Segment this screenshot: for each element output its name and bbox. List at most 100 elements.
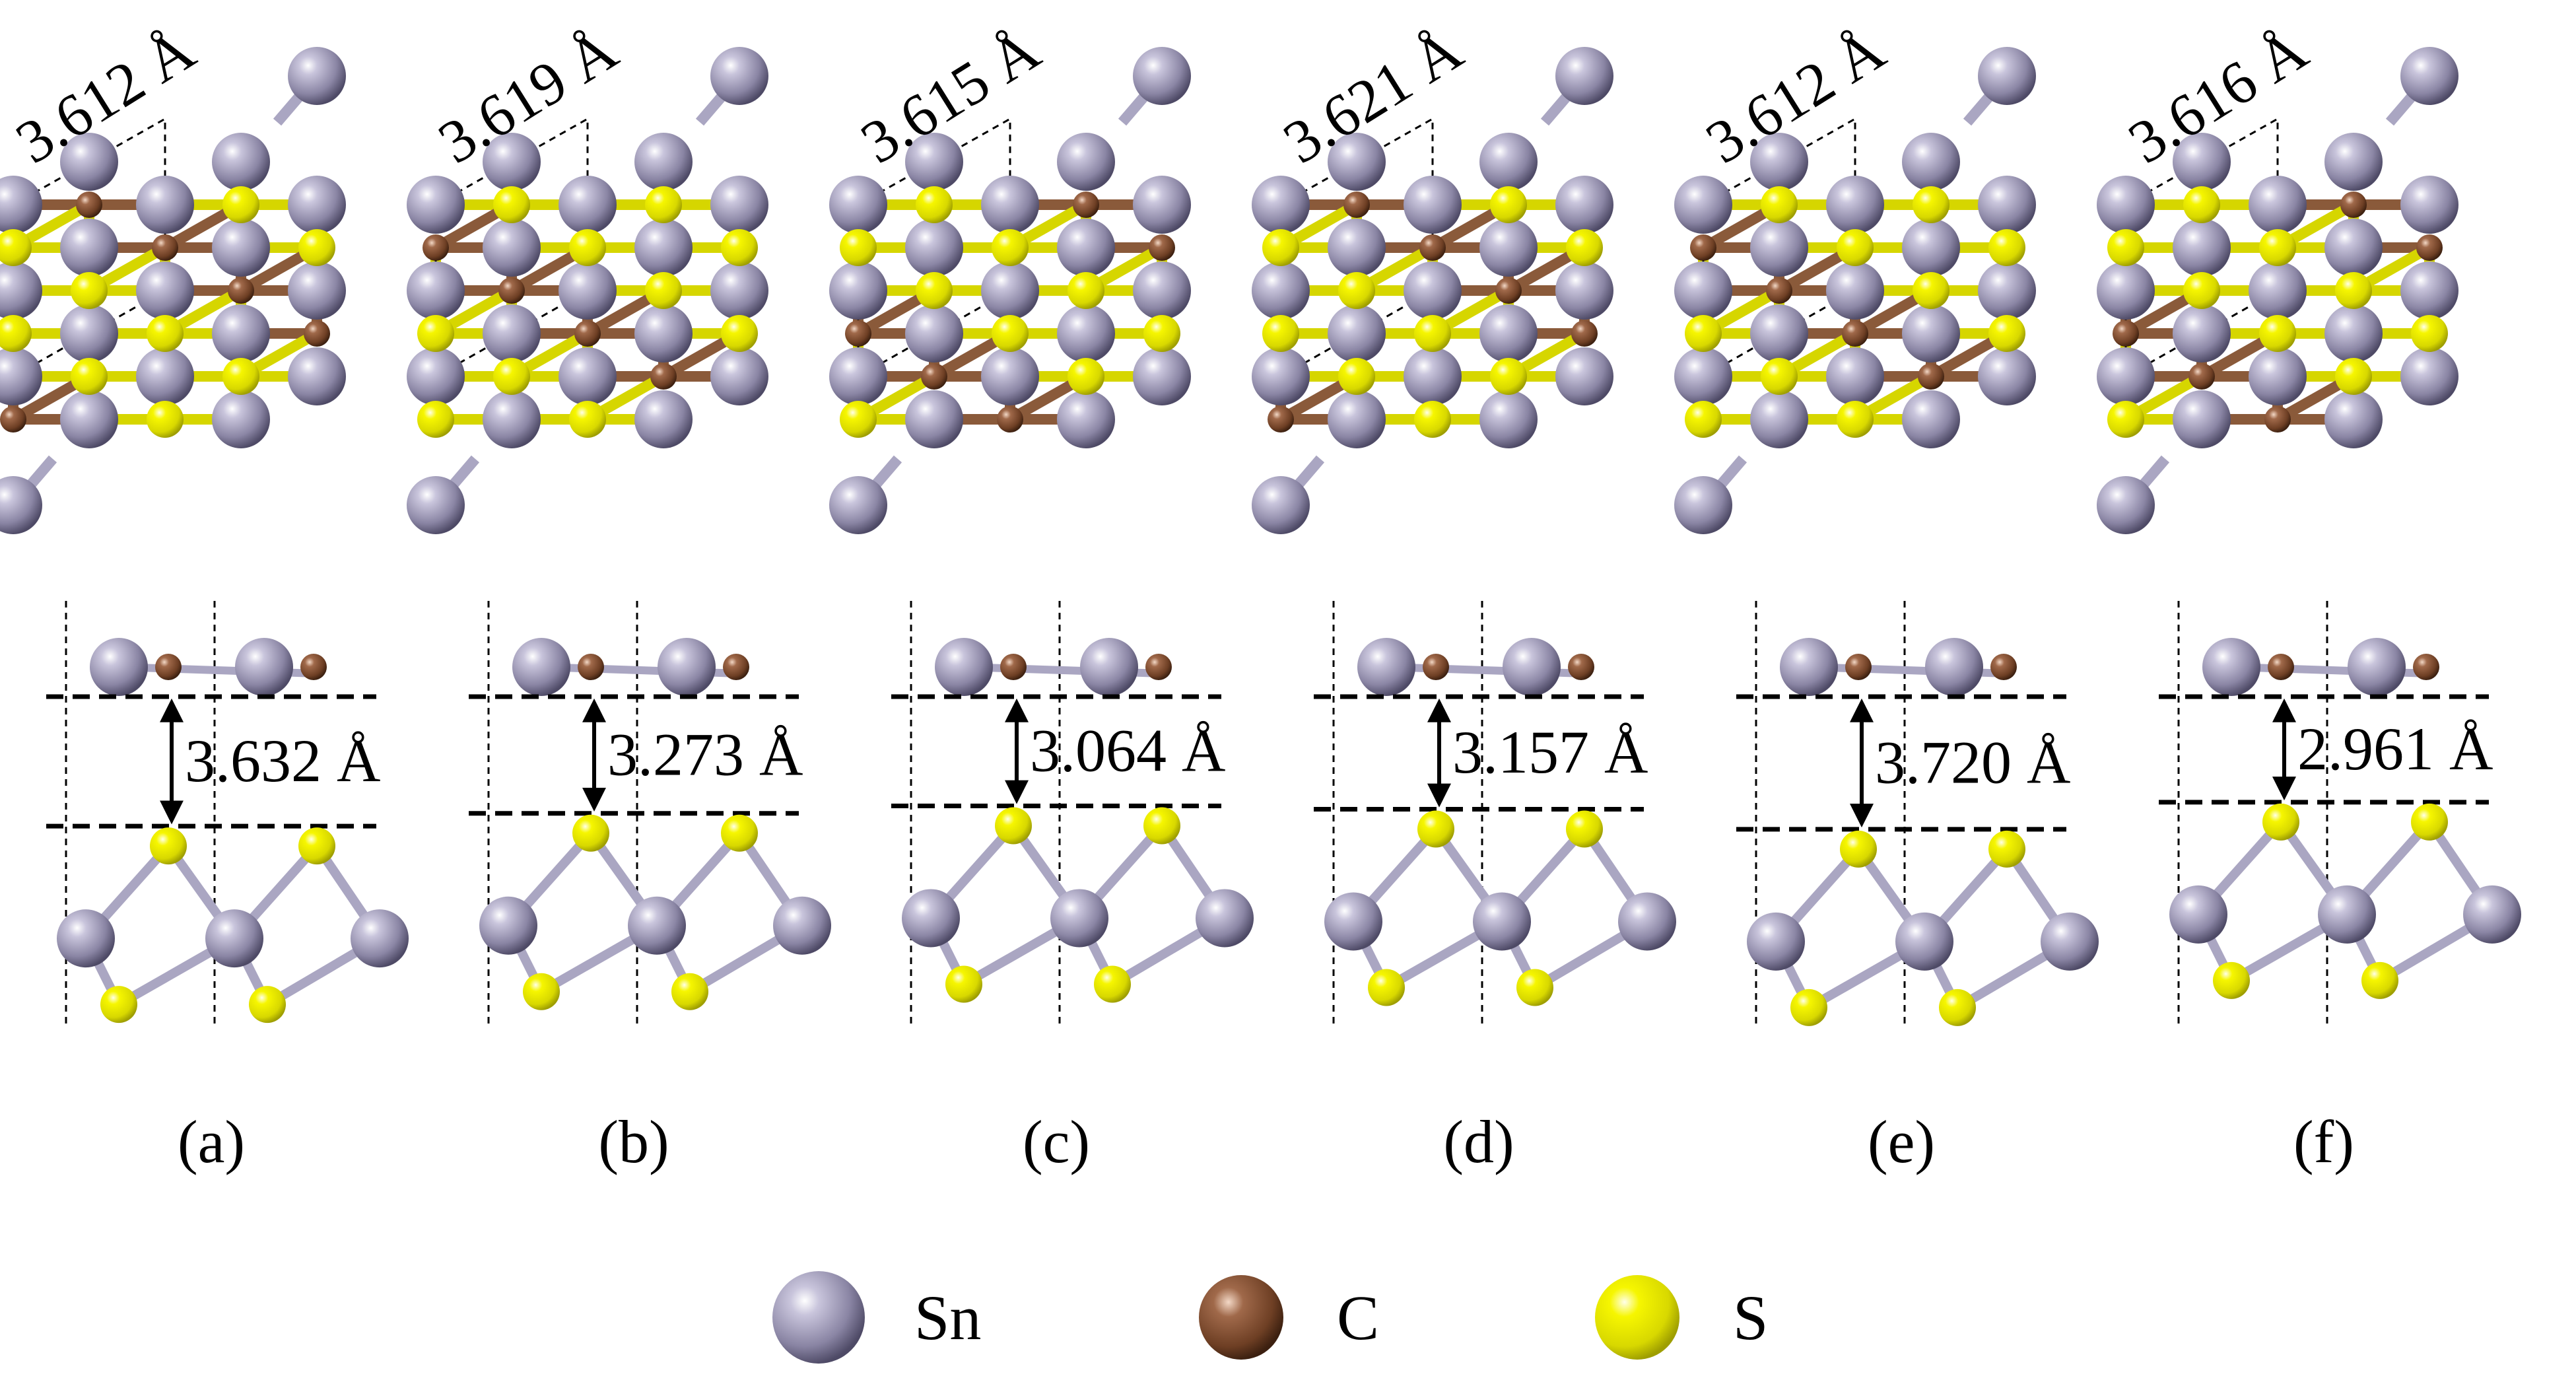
sn-atom (1895, 912, 1953, 971)
s-atom (721, 229, 758, 266)
c-atom (1495, 277, 1522, 304)
s-atom (569, 401, 606, 438)
sn-atom (2400, 47, 2458, 105)
s-atom (2262, 803, 2299, 841)
sn-atom (288, 261, 346, 320)
s-atom (945, 965, 982, 1003)
sn-atom (2173, 304, 2231, 363)
c-atom (997, 406, 1023, 433)
c-atom (1990, 654, 2017, 680)
sn-atom (212, 304, 270, 363)
c-atom (76, 191, 102, 218)
s-atom (2213, 961, 2250, 999)
sn-atom (205, 909, 263, 968)
sn-atom (2348, 638, 2406, 696)
sn-atom (2202, 638, 2260, 696)
c-atom (423, 234, 449, 261)
s-atom (417, 315, 454, 352)
s-atom (995, 807, 1032, 845)
sn-atom (1196, 889, 1254, 948)
sn-atom (2249, 261, 2307, 320)
s-atom (2411, 315, 2448, 352)
sn-atom (902, 889, 960, 948)
sn-atom (1978, 176, 2036, 234)
sn-atom (1133, 47, 1191, 105)
s-atom (569, 229, 606, 266)
s-atom (298, 229, 335, 266)
c-atom (1842, 320, 1868, 347)
side-view (1736, 601, 2099, 1026)
top-view (2097, 47, 2458, 534)
s-atom (916, 186, 953, 223)
s-atom (992, 229, 1029, 266)
sn-atom (1902, 304, 1960, 363)
sn-atom (1674, 261, 1732, 320)
sn-atom (2400, 176, 2458, 234)
s-atom (1414, 315, 1451, 352)
c-atom (2264, 406, 2291, 433)
sn-atom (1050, 889, 1108, 948)
sn-atom (935, 638, 993, 696)
sn-atom (136, 347, 194, 405)
top-view (1674, 47, 2036, 534)
sn-atom (2400, 261, 2458, 320)
sn-atom (1826, 347, 1884, 405)
s-atom (1262, 315, 1299, 352)
sn-atom (1925, 638, 1983, 696)
sn-atom (1555, 47, 1613, 105)
s-atom (1837, 401, 1874, 438)
s-atom (1338, 272, 1375, 309)
panel-d: 3.621 Å3.157 Å(d) (1252, 15, 1676, 1175)
s-atom (840, 229, 877, 266)
sn-atom (2097, 347, 2155, 405)
sn-atom (1479, 390, 1538, 448)
s-atom (840, 401, 877, 438)
c-atom (155, 654, 182, 680)
panel-f: 3.616 Å2.961 Å(f) (2097, 15, 2521, 1175)
c-atom (650, 363, 677, 390)
s-atom (1414, 401, 1451, 438)
s-atom (222, 186, 259, 223)
panel-label: (f) (2293, 1108, 2354, 1175)
s-atom (1368, 969, 1405, 1006)
sn-atom (1324, 892, 1382, 951)
sn-atom (634, 219, 693, 277)
sn-atom (407, 347, 465, 405)
c-atom (1568, 654, 1594, 680)
sn-atom (407, 476, 465, 534)
sn-atom (634, 304, 693, 363)
c-atom (1149, 234, 1175, 261)
sn-atom (1252, 347, 1310, 405)
sn-atom (136, 261, 194, 320)
s-atom (1790, 989, 1827, 1026)
sn-atom (90, 638, 148, 696)
s-atom (0, 229, 32, 266)
sn-atom (829, 476, 887, 534)
sn-atom (2173, 133, 2231, 191)
sn-atom (351, 909, 409, 968)
s-atom (1068, 358, 1104, 395)
c-atom (2268, 654, 2294, 680)
top-view (829, 47, 1191, 534)
c-atom (2188, 363, 2215, 390)
s-atom (1143, 807, 1180, 845)
c-atom (1845, 654, 1872, 680)
sn-atom (1978, 347, 2036, 405)
s-atom (2335, 272, 2372, 309)
s-atom (417, 401, 454, 438)
s-atom (1566, 810, 1603, 848)
sn-atom (1674, 347, 1732, 405)
sn-atom (658, 638, 716, 696)
c-atom (304, 320, 330, 347)
top-view (0, 47, 346, 534)
sn-atom (1252, 261, 1310, 320)
s-atom (1490, 186, 1527, 223)
sn-atom (1357, 638, 1415, 696)
sn-atom (2097, 176, 2155, 234)
sn-atom (2097, 476, 2155, 534)
c-atom (578, 654, 604, 680)
sn-atom (60, 390, 118, 448)
sn-atom (710, 47, 768, 105)
panel-label: (b) (598, 1108, 669, 1175)
